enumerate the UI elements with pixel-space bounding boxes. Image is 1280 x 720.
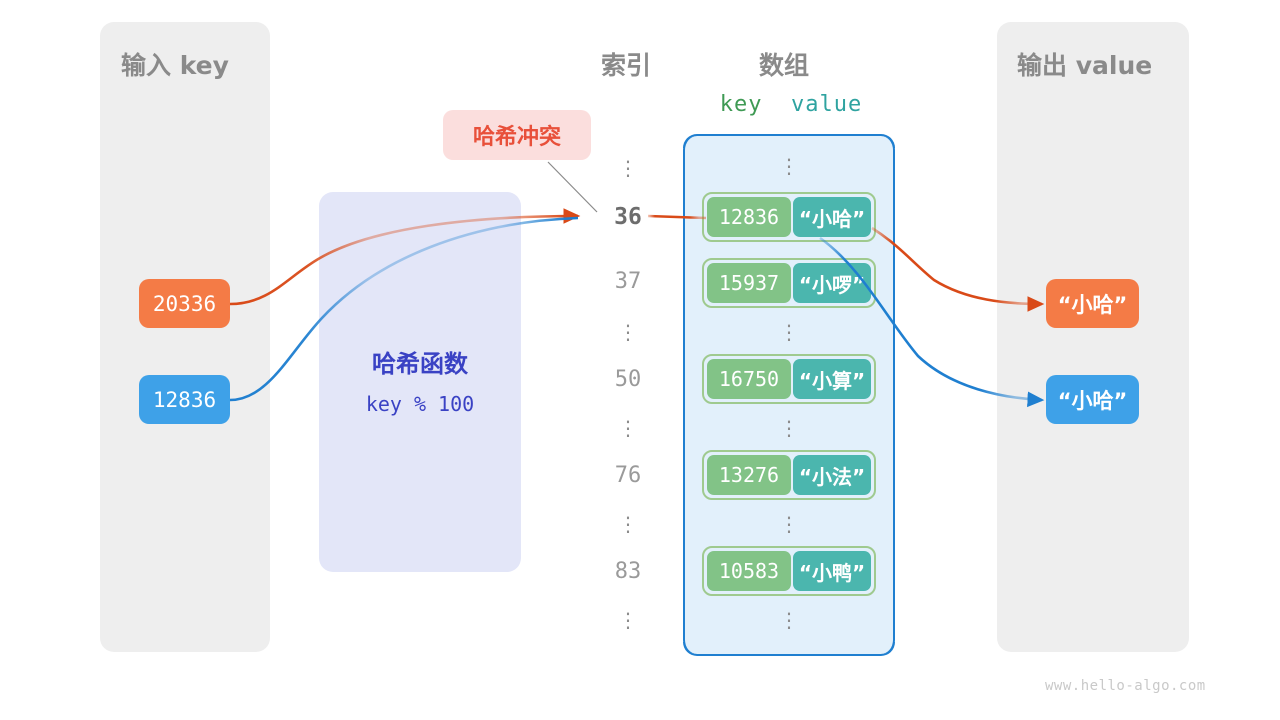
hash-collision-callout: 哈希冲突 — [443, 110, 591, 160]
hash-function-box — [319, 192, 521, 572]
index-ellipsis: ⋮ — [618, 512, 638, 536]
index-column-header: 索引 — [601, 51, 652, 80]
array-ellipsis: ⋮ — [779, 320, 799, 344]
key-value-header: key__value — [687, 92, 895, 117]
entry-value: “小鸭” — [793, 551, 871, 591]
index-ellipsis: ⋮ — [618, 608, 638, 632]
value-column-label: value — [791, 92, 863, 117]
entry-key: 13276 — [707, 455, 791, 495]
output-value-chip-1: “小哈” — [1046, 375, 1139, 424]
hash-function-label: 哈希函数 — [372, 350, 468, 378]
entry-value: “小哈” — [793, 197, 871, 237]
entry-key: 15937 — [707, 263, 791, 303]
entry-key: 12836 — [707, 197, 791, 237]
index-label-37: 37 — [614, 269, 642, 294]
collision-leader-line — [547, 161, 598, 213]
array-ellipsis: ⋮ — [779, 512, 799, 536]
array-ellipsis: ⋮ — [779, 154, 799, 178]
key-column-label: key — [719, 92, 763, 117]
input-panel-title: 输入 key — [121, 51, 229, 80]
index-label-76: 76 — [614, 463, 642, 488]
index-label-50: 50 — [614, 367, 642, 392]
entry-key: 10583 — [707, 551, 791, 591]
array-entry-row: 13276“小法” — [702, 450, 876, 500]
array-entry-row: 10583“小鸭” — [702, 546, 876, 596]
index-label-83: 83 — [614, 559, 642, 584]
entry-value: “小法” — [793, 455, 871, 495]
output-value-chip-0: “小哈” — [1046, 279, 1139, 328]
hash-function-expression: key % 100 — [365, 392, 475, 416]
entry-value: “小啰” — [793, 263, 871, 303]
array-ellipsis: ⋮ — [779, 608, 799, 632]
input-key-chip-0: 20336 — [139, 279, 230, 328]
array-column-header: 数组 — [759, 51, 810, 80]
input-panel — [100, 22, 270, 652]
watermark: www.hello-algo.com — [1045, 678, 1206, 694]
index-label-36: 36 — [614, 204, 642, 230]
array-entry-row: 12836“小哈” — [702, 192, 876, 242]
array-entry-row: 16750“小算” — [702, 354, 876, 404]
entry-value: “小算” — [793, 359, 871, 399]
hash-collision-label: 哈希冲突 — [472, 125, 561, 150]
output-panel-title: 输出 value — [1017, 51, 1153, 80]
array-entry-row: 15937“小啰” — [702, 258, 876, 308]
entry-key: 16750 — [707, 359, 791, 399]
index-ellipsis: ⋮ — [618, 320, 638, 344]
index-ellipsis: ⋮ — [618, 416, 638, 440]
input-key-chip-1: 12836 — [139, 375, 230, 424]
index-ellipsis: ⋮ — [618, 156, 638, 180]
output-panel — [997, 22, 1189, 652]
array-ellipsis: ⋮ — [779, 416, 799, 440]
